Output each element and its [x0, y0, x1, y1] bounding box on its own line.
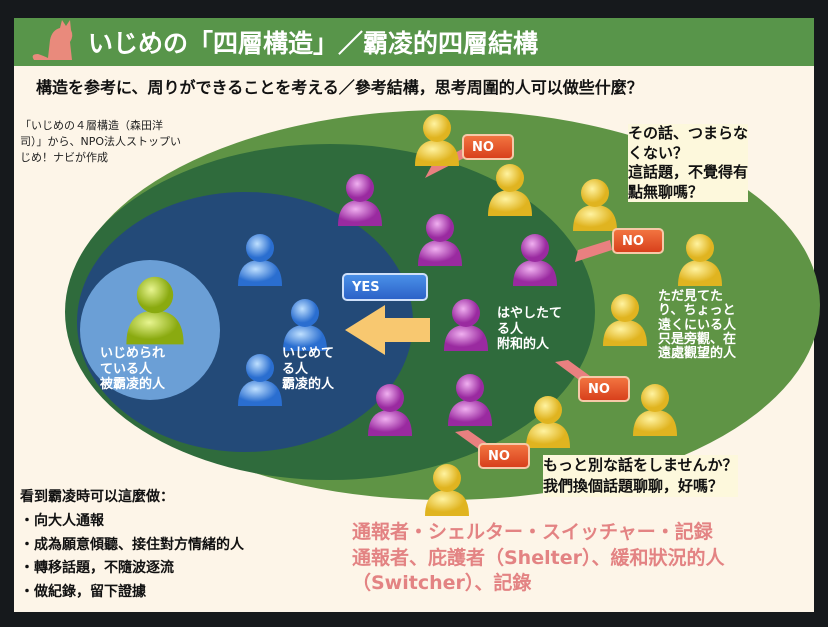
- victim-person-icon: [126, 276, 184, 345]
- big-arrow: [345, 305, 430, 355]
- reinforcer-person-icon: [368, 384, 412, 436]
- quote-bottom: もっと別な話をしませんか？我們換個話題聊聊，好嗎？: [543, 455, 738, 497]
- bystander-person-icon: [573, 179, 617, 231]
- roles-text: 通報者・シェルター・スイッチャー・記録通報者、庇護者（Shelter）、緩和狀況…: [352, 521, 725, 595]
- reinforcer-person-icon: [338, 174, 382, 226]
- bystander-person-icon: [425, 464, 469, 516]
- victim-label: いじめられている人被霸凌的人: [100, 346, 166, 393]
- bystander-person-icon: [488, 164, 532, 216]
- subtitle: 構造を参考に、周りができることを考える／參考結構，思考周圍的人可以做些什麼？: [36, 78, 643, 97]
- source-note: 「いじめの４層構造（森田洋司）」から、NPO法人ストップいじめ！ナビが作成: [20, 119, 182, 164]
- no-button: NO: [478, 443, 530, 469]
- yes-button: YES: [342, 273, 428, 301]
- bystander-person-icon: [603, 294, 647, 346]
- page-title: いじめの「四層構造」／霸凌的四層結構: [88, 29, 539, 58]
- bully-person-icon: [238, 354, 282, 406]
- no-button: NO: [612, 228, 664, 254]
- cat-icon: [32, 20, 73, 60]
- bystander-person-icon: [633, 384, 677, 436]
- bystander-person-icon: [526, 396, 570, 448]
- bully-label: いじめてる人霸凌的人: [282, 346, 335, 393]
- action-list: 看到霸凌時可以這麼做：・向大人通報・成為願意傾聽、接住對方情緒的人・轉移話題，不…: [20, 489, 244, 601]
- header-bar: [14, 18, 814, 66]
- reinforcer-person-icon: [513, 234, 557, 286]
- no-button: NO: [462, 134, 514, 160]
- bystander-person-icon: [678, 234, 722, 286]
- bully-person-icon: [283, 299, 327, 351]
- quote-top: その話、つまらなくない？這話題，不覺得有點無聊嗎？: [628, 124, 749, 202]
- reinforcer-person-icon: [418, 214, 462, 266]
- bystander-label: ただ見てたり、ちょっと遠くにいる人只是旁觀、在遠處觀望的人: [658, 289, 737, 362]
- reinforcer-label: はやしたてる人附和的人: [497, 306, 563, 353]
- reinforcer-person-icon: [448, 374, 492, 426]
- reinforcer-person-icon: [444, 299, 488, 351]
- no-button: NO: [578, 376, 630, 402]
- bully-person-icon: [238, 234, 282, 286]
- bystander-person-icon: [415, 114, 459, 166]
